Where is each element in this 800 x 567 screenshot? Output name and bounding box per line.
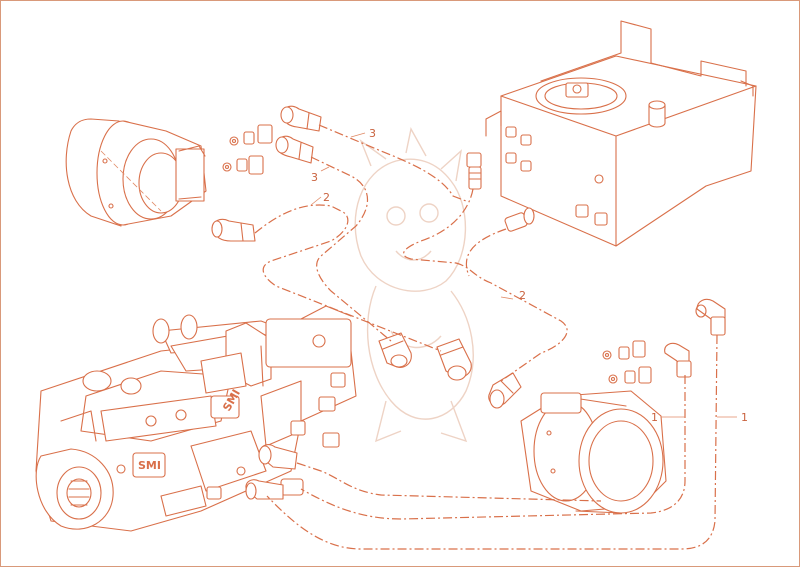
elbow-fitting-3-mid	[378, 332, 412, 368]
fittings-left-motor	[222, 124, 273, 175]
hydraulic-lines	[254, 124, 718, 550]
elbow-fitting-2-right	[488, 372, 522, 409]
fitting-tank-vertical	[466, 152, 482, 190]
line-3-upper	[318, 124, 467, 202]
callout-1-right: 1	[741, 411, 748, 424]
line-pump-2	[296, 462, 602, 502]
line-2-left	[254, 204, 442, 352]
watermark-mascot	[354, 127, 474, 443]
hydraulic-pump-assembly: SMI SMI	[35, 305, 357, 532]
elbow-fitting-3b	[275, 135, 314, 164]
drive-motor-right	[520, 390, 667, 514]
callout-2-left: 2	[323, 191, 330, 204]
hydraulic-tank	[485, 20, 757, 247]
elbow-fitting-1b	[695, 298, 726, 336]
elbow-fitting-1a	[664, 342, 692, 378]
elbow-fitting-2-mid	[436, 338, 472, 381]
callout-labels: 3 3 2 2 1 1	[310, 127, 748, 424]
callout-2-right: 2	[519, 289, 526, 302]
line-tank-return	[403, 188, 568, 382]
pump-logo-lower: SMI	[138, 459, 161, 472]
callout-1-left: 1	[651, 411, 658, 424]
pump-port-fittings	[206, 372, 346, 500]
callout-3-upper: 3	[369, 127, 376, 140]
line-tank-suction	[465, 228, 507, 277]
elbow-fitting-3a	[280, 105, 322, 132]
line-1-far	[266, 334, 718, 550]
drive-motor-left	[65, 118, 207, 227]
pump-elbow-fittings	[245, 444, 304, 500]
fittings-right-motor	[602, 340, 652, 384]
fitting-tank-straight	[504, 207, 535, 232]
line-3-lower	[310, 156, 392, 342]
callout-3-lower: 3	[311, 171, 318, 184]
line-1-right	[300, 375, 686, 520]
elbow-fitting-2-left	[211, 218, 256, 242]
